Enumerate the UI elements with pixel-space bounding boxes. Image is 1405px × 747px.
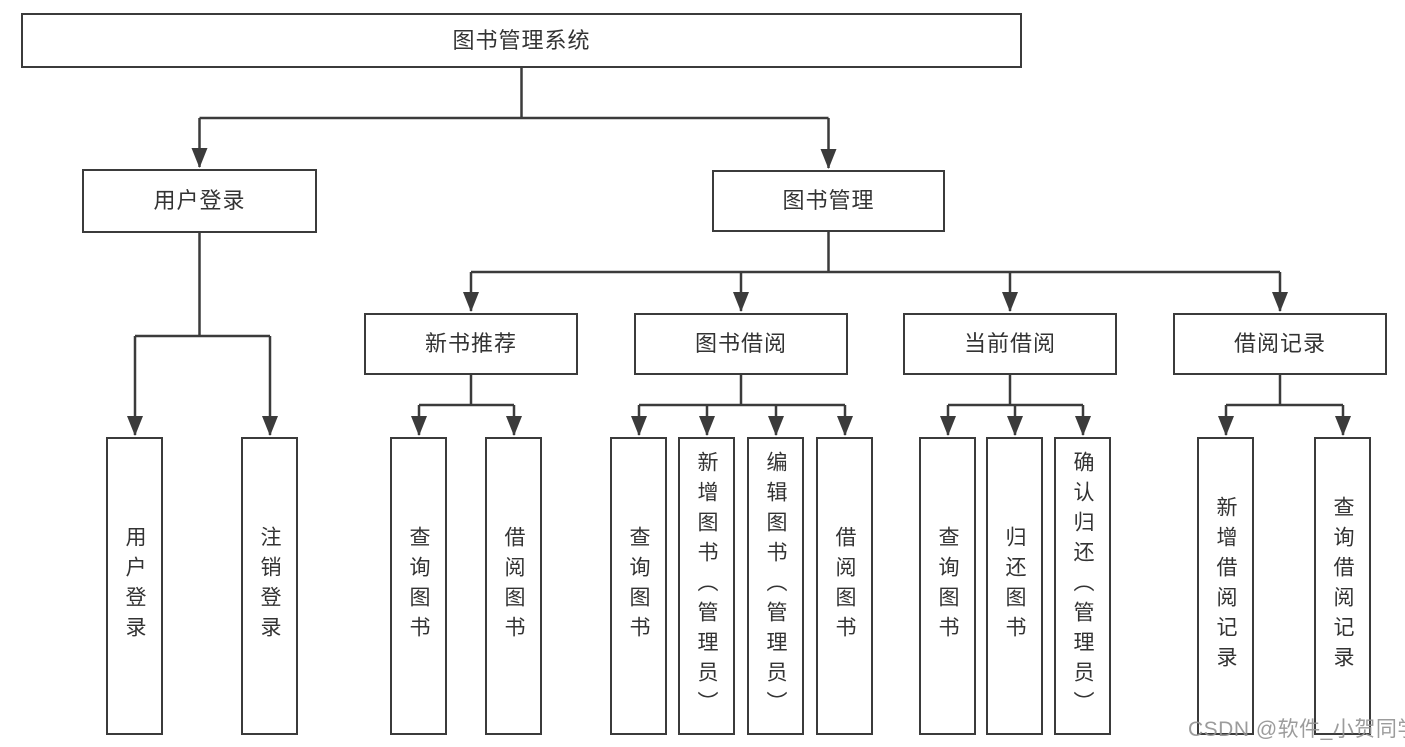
leaf-borrow-books: 借阅图书 — [816, 437, 873, 735]
node-current-borrowing: 当前借阅 — [903, 313, 1117, 375]
leaf-logout: 注销登录 — [241, 437, 298, 735]
leaf-query-borrow-record: 查询借阅记录 — [1314, 437, 1371, 735]
leaf-add-books-admin: 新增图书（管理员） — [678, 437, 735, 735]
node-label: 图书管理系统 — [452, 27, 591, 53]
node-root-system: 图书管理系统 — [21, 13, 1022, 68]
leaf-add-borrow-record: 新增借阅记录 — [1197, 437, 1254, 735]
node-label: 图书管理 — [782, 188, 875, 213]
node-user-login: 用户登录 — [82, 169, 317, 233]
node-label: 用户登录 — [123, 526, 146, 646]
node-label: 编辑图书（管理员） — [764, 451, 787, 721]
node-new-book-recommendation: 新书推荐 — [364, 313, 578, 375]
node-label: 新书推荐 — [424, 331, 517, 356]
node-label: 查询图书 — [936, 526, 959, 646]
node-label: 借阅图书 — [502, 526, 525, 646]
leaf-query-books-recommend: 查询图书 — [390, 437, 447, 735]
node-label: 注销登录 — [258, 526, 281, 646]
node-label: 当前借阅 — [963, 331, 1056, 356]
node-label: 查询图书 — [407, 526, 430, 646]
leaf-user-login: 用户登录 — [106, 437, 163, 735]
leaf-query-books-current: 查询图书 — [919, 437, 976, 735]
leaf-confirm-return-admin: 确认归还（管理员） — [1054, 437, 1111, 735]
node-label: 借阅记录 — [1233, 331, 1326, 356]
node-label: 归还图书 — [1003, 526, 1026, 646]
node-borrowing-records: 借阅记录 — [1173, 313, 1387, 375]
node-book-borrowing: 图书借阅 — [634, 313, 848, 375]
csdn-watermark: CSDN @软件_小贺同学 — [1188, 718, 1405, 741]
leaf-return-books: 归还图书 — [986, 437, 1043, 735]
leaf-query-books-borrowing: 查询图书 — [610, 437, 667, 735]
node-label: 图书借阅 — [694, 331, 787, 356]
node-label: 查询图书 — [627, 526, 650, 646]
node-label: 查询借阅记录 — [1331, 496, 1354, 676]
node-label: 借阅图书 — [833, 526, 856, 646]
node-label: 新增图书（管理员） — [695, 451, 718, 721]
node-book-management: 图书管理 — [712, 170, 945, 232]
leaf-borrow-books-recommend: 借阅图书 — [485, 437, 542, 735]
node-label: 新增借阅记录 — [1214, 496, 1237, 676]
leaf-edit-books-admin: 编辑图书（管理员） — [747, 437, 804, 735]
node-label: 确认归还（管理员） — [1071, 451, 1094, 721]
node-label: 用户登录 — [153, 188, 246, 213]
